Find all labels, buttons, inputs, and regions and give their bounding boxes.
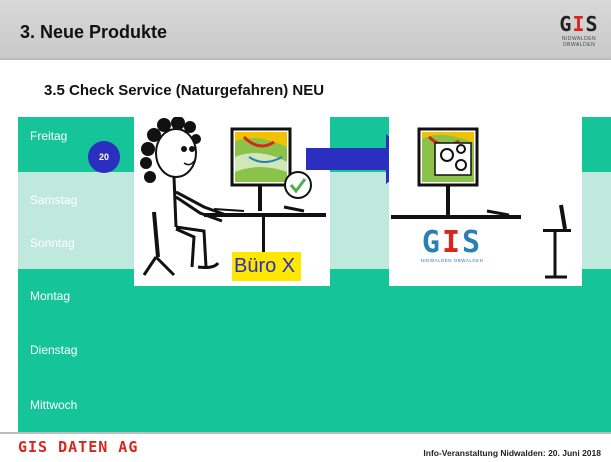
panel-gis-logo-subtitle: NIDWALDEN OBWALDEN bbox=[420, 258, 484, 263]
day-label: Mittwoch bbox=[30, 398, 78, 412]
footer-event: Info-Veranstaltung Nidwalden: 20. Juni 2… bbox=[423, 448, 601, 458]
office-label: Büro X bbox=[232, 252, 302, 281]
gis-logo-text: GIS bbox=[559, 12, 599, 36]
day-label: Dienstag bbox=[30, 343, 78, 357]
slide-header: 3. Neue Produkte GIS NIDWALDEN OBWALDEN bbox=[0, 0, 611, 60]
footer-divider bbox=[0, 432, 611, 434]
day-label: Freitag bbox=[30, 129, 68, 143]
day-label: Montag bbox=[30, 289, 71, 303]
panel-gis-logo-text: GIS bbox=[421, 225, 483, 260]
day-row-dienstag: Dienstag bbox=[18, 324, 611, 378]
automated-desk-drawing bbox=[391, 127, 571, 279]
slide-title: 3. Neue Produkte bbox=[20, 22, 168, 42]
date-badge: 20 bbox=[88, 141, 120, 173]
person-at-desk-drawing bbox=[140, 116, 326, 277]
check-icon bbox=[284, 171, 312, 199]
gis-logo-subtitle: NIDWALDEN OBWALDEN bbox=[561, 36, 597, 48]
section-subtitle: 3.5 Check Service (Naturgefahren) NEU bbox=[44, 82, 325, 99]
day-label: Sonntag bbox=[30, 236, 75, 250]
gis-logo: GIS NIDWALDEN OBWALDEN bbox=[553, 14, 605, 54]
day-row-mittwoch: Mittwoch bbox=[18, 378, 611, 432]
service-illustration bbox=[389, 117, 582, 286]
day-label: Samstag bbox=[30, 193, 78, 207]
footer-company: GIS DATEN AG bbox=[18, 438, 139, 456]
panel-gis-logo: GIS NIDWALDEN OBWALDEN bbox=[412, 225, 492, 264]
